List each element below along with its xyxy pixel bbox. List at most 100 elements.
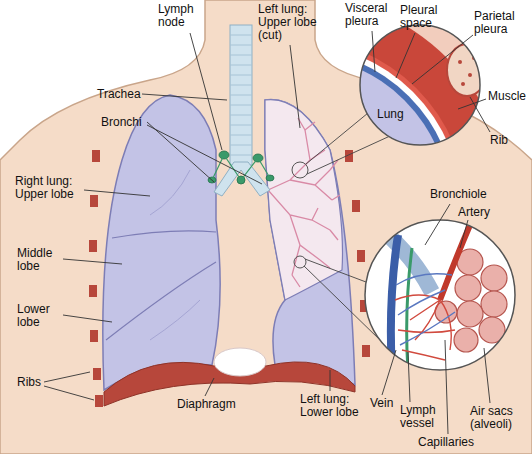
- part-label: Vein: [370, 397, 393, 410]
- part-label: Air sacs (alveoli): [470, 405, 524, 431]
- right-lung: [112, 231, 216, 238]
- leader-lines: [63, 315, 112, 322]
- left-lung: [265, 100, 355, 385]
- alveoli-inset: [481, 291, 507, 317]
- left-lung: [265, 100, 355, 385]
- leader-lines: [63, 259, 122, 264]
- leader-lines: [484, 348, 490, 403]
- bronchial-tree: [292, 118, 340, 287]
- part-label: Bronchi: [101, 116, 142, 129]
- right-lung: [103, 95, 220, 390]
- alveoli-inset: [454, 328, 478, 352]
- alveoli-inset: [455, 275, 481, 301]
- pleura-inset: [461, 82, 465, 86]
- part-label: Lymph node: [158, 3, 200, 29]
- part-label: Parietal pleura: [474, 10, 526, 36]
- pleura-inset: [447, 44, 487, 96]
- alveoli-inset: [481, 265, 507, 291]
- part-label: Lymph vessel: [400, 404, 446, 430]
- leader-lines: [84, 190, 150, 196]
- leader-lines: [290, 45, 300, 128]
- trachea: [214, 25, 270, 196]
- lymph-nodes: [208, 151, 274, 184]
- part-label: Diaphragm: [177, 398, 236, 411]
- lymph-nodes: [212, 155, 270, 180]
- part-label: Capillaries: [418, 436, 474, 449]
- leader-lines: [44, 386, 94, 400]
- ribs: [357, 250, 365, 262]
- left-lung: [265, 100, 343, 300]
- ribs: [352, 200, 360, 212]
- leader-lines: [445, 340, 448, 434]
- part-label: Bronchiole: [430, 188, 487, 201]
- part-label: Ribs: [17, 376, 41, 389]
- leader-lines: [190, 33, 222, 150]
- magnifier-links: [305, 259, 366, 282]
- alveoli-inset: [395, 295, 455, 360]
- part-label: Right lung: Upper lobe: [15, 175, 83, 201]
- alveoli-inset: [457, 301, 483, 327]
- alveoli-inset: [365, 220, 515, 370]
- part-label: Lower lobe: [17, 303, 65, 329]
- trachea: [230, 25, 252, 165]
- pleura-inset: [468, 73, 472, 77]
- part-label: Artery: [458, 206, 490, 219]
- ribs: [89, 285, 97, 297]
- part-label: Middle lobe: [17, 247, 65, 273]
- part-label: Left lung: Lower lobe: [300, 393, 368, 419]
- part-label: Left lung: Upper lobe (cut): [258, 3, 324, 42]
- ribs: [362, 345, 370, 357]
- alveoli-inset: [365, 220, 515, 372]
- part-label: Rib: [490, 134, 508, 147]
- leader-lines: [147, 125, 262, 184]
- leader-lines: [330, 370, 331, 391]
- alveoli-inset: [435, 249, 507, 352]
- bronchial-tree: [268, 130, 332, 275]
- right-lung: [150, 170, 200, 340]
- pleura-inset: [360, 25, 480, 145]
- leader-lines: [382, 350, 396, 395]
- alveoli-inset: [440, 225, 470, 300]
- alveoli-inset: [396, 274, 455, 345]
- pleura-inset: [134, 49, 456, 371]
- alveoli-inset: [391, 235, 398, 372]
- part-label: Visceral pleura: [345, 2, 395, 28]
- leader-lines: [470, 97, 490, 132]
- magnifier-links: [292, 162, 308, 178]
- ribs: [90, 195, 98, 207]
- magnifier-links: [306, 113, 368, 164]
- ribs: [95, 395, 103, 407]
- leader-lines: [408, 352, 410, 402]
- ribs: [92, 150, 100, 162]
- leader-lines: [372, 31, 375, 72]
- magnifier-links: [307, 136, 390, 174]
- part-label: Trachea: [97, 88, 141, 101]
- trachea: [230, 35, 252, 155]
- pleura-inset: [458, 60, 462, 64]
- alveoli-inset: [372, 222, 507, 372]
- leader-lines: [205, 378, 214, 396]
- leader-lines: [396, 33, 415, 78]
- leader-lines: [142, 94, 227, 100]
- leader-lines: [44, 31, 490, 434]
- ribs: [90, 330, 98, 342]
- leader-lines: [147, 122, 214, 182]
- ribs: [89, 240, 97, 252]
- leader-lines: [412, 35, 473, 84]
- leader-lines: [460, 220, 468, 248]
- diaphragm: [214, 348, 266, 376]
- right-lung: [103, 95, 220, 390]
- part-label: Lung: [377, 108, 404, 121]
- leader-lines: [44, 372, 90, 382]
- bronchial-tree: [268, 118, 340, 287]
- part-label: Muscle: [488, 90, 526, 103]
- leader-lines: [425, 204, 450, 245]
- alveoli-inset: [407, 248, 412, 372]
- ribs: [93, 368, 101, 380]
- part-label: Pleural space: [400, 4, 446, 30]
